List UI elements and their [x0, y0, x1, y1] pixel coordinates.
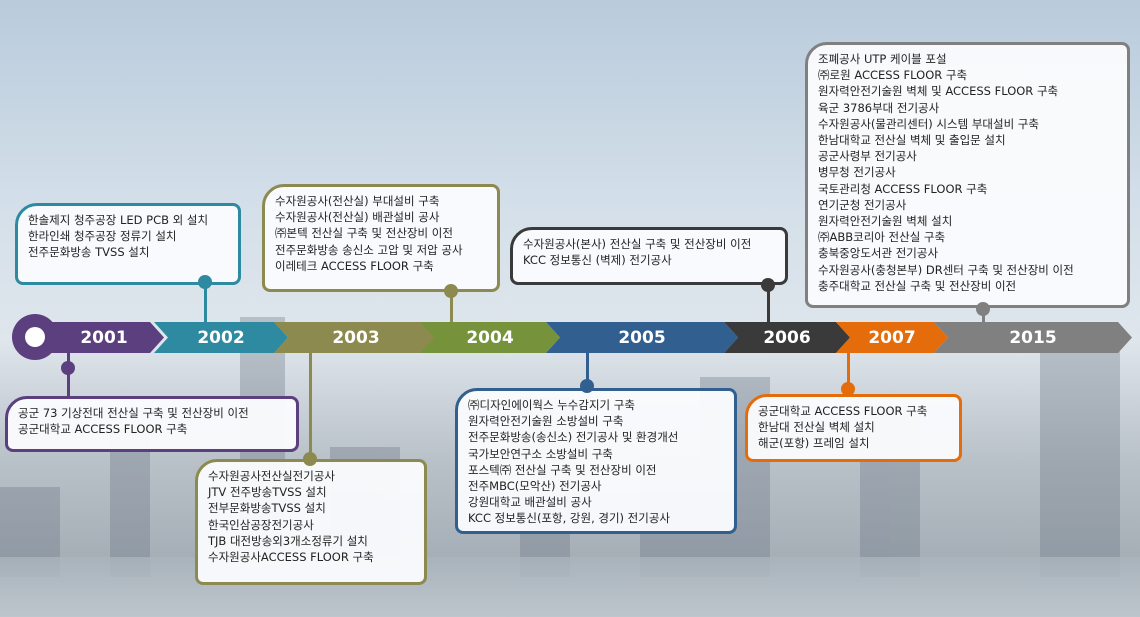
connector-dot	[444, 284, 458, 298]
project-item: 원자력안전기술원 소방설비 구축	[468, 414, 624, 429]
project-item: ㈜ABB코리아 전산실 구축	[818, 230, 946, 245]
year-2006: 2006	[724, 322, 850, 353]
project-item: 수자원공사(충청본부) DR센터 구축 및 전산장비 이전	[818, 262, 1074, 277]
project-item: 이레테크 ACCESS FLOOR 구축	[275, 258, 434, 273]
year-2001: 2001	[44, 322, 164, 353]
project-item: 육군 3786부대 전기공사	[818, 100, 940, 115]
project-item: ㈜디자인에이웍스 누수감지기 구축	[468, 398, 635, 412]
project-item: 병무청 전기공사	[818, 165, 896, 180]
project-item: 전주문화방송(송신소) 전기공사 및 환경개선	[468, 430, 679, 445]
project-item: 공군대학교 ACCESS FLOOR 구축	[18, 422, 188, 437]
project-item: JTV 전주방송TVSS 설치	[208, 485, 327, 500]
project-item: 해군(포항) 프레임 설치	[758, 436, 870, 451]
project-item: 전주문화방송 TVSS 설치	[28, 245, 150, 260]
connector-line	[450, 291, 453, 322]
connector-dot	[580, 379, 594, 393]
connector-line	[309, 352, 312, 459]
project-item: 충북중앙도서관 전기공사	[818, 246, 939, 261]
project-box-y2006: 수자원공사(본사) 전산실 구축 및 전산장비 이전 KCC 정보통신 (벽제) …	[510, 227, 788, 285]
connector-line	[204, 282, 207, 322]
year-2015: 2015	[934, 322, 1132, 353]
connector-dot	[976, 302, 990, 316]
project-item: 전주문화방송 송신소 고압 및 저압 공사	[275, 242, 463, 257]
project-item: 강원대학교 배관설비 공사	[468, 495, 592, 510]
project-item: 한남대 전산실 벽체 설치	[758, 420, 875, 435]
project-item: 공군대학교 ACCESS FLOOR 구축	[758, 404, 928, 418]
project-item: 포스텍㈜ 전산실 구축 및 전산장비 이전	[468, 462, 657, 477]
project-item: 수자원공사(물관리센터) 시스템 부대설비 구축	[818, 116, 1039, 131]
project-item: 전주MBC(모악산) 전기공사	[468, 479, 602, 494]
connector-line	[586, 352, 589, 388]
project-item: ㈜로원 ACCESS FLOOR 구축	[818, 68, 968, 83]
connector-line	[767, 285, 770, 322]
project-item: 충주대학교 전산실 구축 및 전산장비 이전	[818, 278, 1017, 293]
project-item: 국가보안연구소 소방설비 구축	[468, 446, 613, 461]
timeline-start-circle	[12, 314, 58, 360]
year-2007: 2007	[836, 322, 948, 353]
year-2002: 2002	[154, 322, 288, 353]
project-item: 한남대학교 전산실 벽체 및 출입문 설치	[818, 133, 1006, 148]
project-item: 수자원공사(전산실) 부대설비 구축	[275, 194, 440, 208]
project-item: 한솔제지 청주공장 LED PCB 외 설치	[28, 213, 209, 227]
connector-dot	[61, 361, 75, 375]
project-item: KCC 정보통신(포항, 강원, 경기) 전기공사	[468, 511, 670, 526]
project-item: 수자원공사(전산실) 배관설비 공사	[275, 210, 440, 225]
connector-dot	[761, 278, 775, 292]
project-item: 한라인쇄 청주공장 정류기 설치	[28, 229, 177, 244]
connector-dot	[198, 275, 212, 289]
project-item: 수자원공사ACCESS FLOOR 구축	[208, 550, 374, 565]
connector-dot	[303, 452, 317, 466]
project-item: ㈜본텍 전산실 구축 및 전산장비 이전	[275, 226, 453, 241]
year-2003: 2003	[274, 322, 438, 353]
project-item: 국토관리청 ACCESS FLOOR 구축	[818, 181, 988, 196]
project-item: 공군 73 기상전대 전산실 구축 및 전산장비 이전	[18, 406, 249, 420]
project-item: KCC 정보통신 (벽제) 전기공사	[523, 253, 672, 268]
project-item: 조폐공사 UTP 케이블 포설	[818, 52, 947, 66]
project-item: 수자원공사(본사) 전산실 구축 및 전산장비 이전	[523, 237, 752, 251]
year-2004: 2004	[420, 322, 560, 353]
project-item: TJB 대전방송외3개소정류기 설치	[208, 533, 368, 548]
water-background	[0, 557, 1140, 617]
project-item: 원자력안전기술원 벽체 설치	[818, 214, 953, 229]
connector-line	[847, 352, 850, 394]
project-item: 원자력안전기술원 벽체 및 ACCESS FLOOR 구축	[818, 84, 1059, 99]
year-2005: 2005	[546, 322, 738, 353]
project-item: 수자원공사전산실전기공사	[208, 469, 335, 483]
connector-dot	[841, 382, 855, 396]
project-item: 연기군청 전기공사	[818, 197, 907, 212]
project-item: 한국인삼공장전기공사	[208, 517, 314, 532]
project-item: 공군사령부 전기공사	[818, 149, 917, 164]
project-item: 전부문화방송TVSS 설치	[208, 501, 326, 516]
